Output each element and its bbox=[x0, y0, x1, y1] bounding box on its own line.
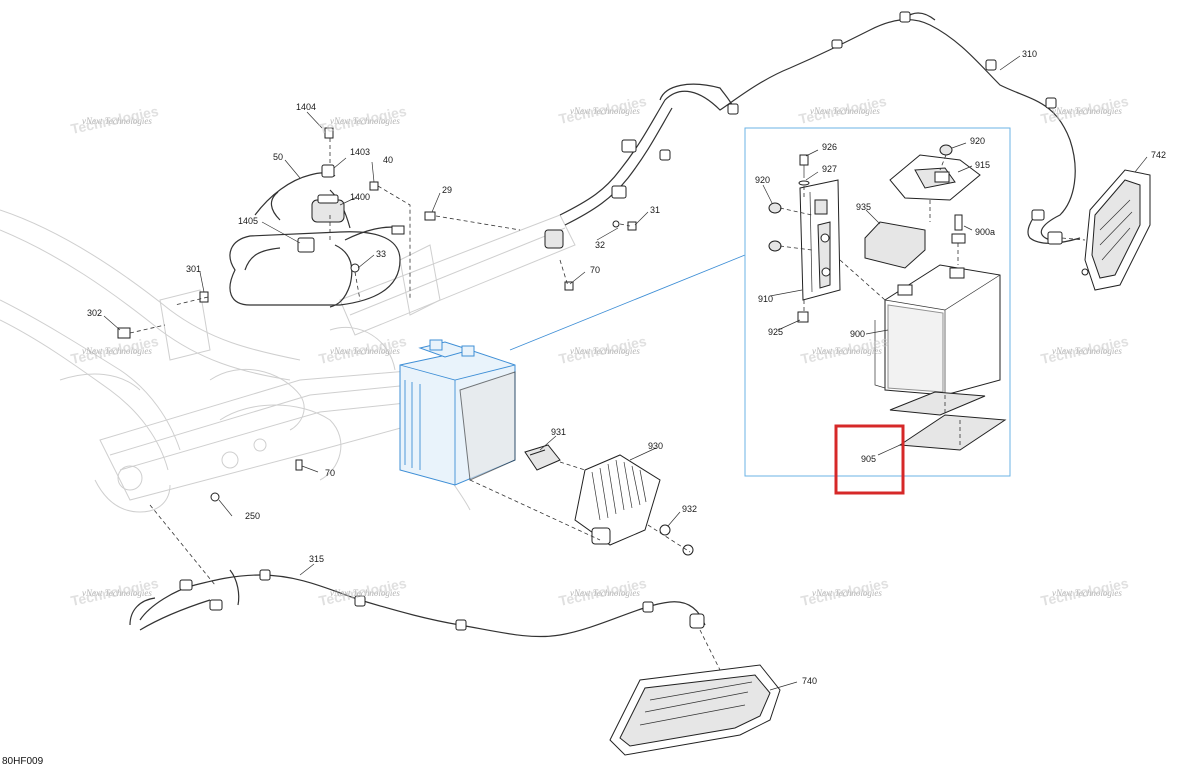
part-label-33: 33 bbox=[376, 249, 386, 259]
watermark: Technologies bbox=[799, 333, 890, 367]
part-label-926: 926 bbox=[822, 142, 837, 152]
part-label-931: 931 bbox=[551, 427, 566, 437]
part-label-742: 742 bbox=[1151, 150, 1166, 160]
part-label-910: 910 bbox=[758, 294, 773, 304]
watermark: Technologies bbox=[1039, 575, 1130, 609]
part-label-1404: 1404 bbox=[296, 102, 316, 112]
watermark: vNext Technologies bbox=[330, 116, 400, 126]
watermark: vNext Technologies bbox=[812, 588, 882, 598]
part-label-1405: 1405 bbox=[238, 216, 258, 226]
leader-lines bbox=[103, 55, 1148, 691]
watermark: vNext Technologies bbox=[82, 116, 152, 126]
battery-detail-exploded bbox=[768, 144, 1007, 451]
watermark: vNext Technologies bbox=[82, 346, 152, 356]
part-label-930: 930 bbox=[648, 441, 663, 451]
highlight-box-905 bbox=[834, 424, 905, 495]
main-wiring-harness bbox=[544, 11, 1081, 249]
watermark: vNext Technologies bbox=[330, 588, 400, 598]
part-label-32: 32 bbox=[595, 240, 605, 250]
part-label-40: 40 bbox=[383, 155, 393, 165]
watermark: Technologies bbox=[797, 93, 888, 127]
part-label-301: 301 bbox=[186, 264, 201, 274]
watermark: Technologies bbox=[69, 333, 160, 367]
watermark: vNext Technologies bbox=[330, 346, 400, 356]
part-label-915: 915 bbox=[975, 160, 990, 170]
watermark: Technologies bbox=[557, 333, 648, 367]
part-label-927: 927 bbox=[822, 164, 837, 174]
watermark: vNext Technologies bbox=[1052, 588, 1122, 598]
watermark: vNext Technologies bbox=[570, 346, 640, 356]
part-label-920: 920 bbox=[970, 136, 985, 146]
battery-cable-assembly bbox=[229, 127, 637, 308]
part-label-70: 70 bbox=[590, 265, 600, 275]
part-label-900: 900 bbox=[850, 329, 865, 339]
part-label-250: 250 bbox=[245, 511, 260, 521]
part-label-31: 31 bbox=[650, 205, 660, 215]
watermark: vNext Technologies bbox=[570, 106, 640, 116]
watermark: vNext Technologies bbox=[1052, 346, 1122, 356]
voltage-regulator-930 bbox=[469, 444, 694, 556]
part-label-302: 302 bbox=[87, 308, 102, 318]
detail-frame bbox=[744, 127, 1011, 477]
part-label-905: 905 bbox=[861, 454, 876, 464]
document-id: 80HF009 bbox=[2, 756, 44, 767]
watermark: Technologies bbox=[557, 575, 648, 609]
part-label-310: 310 bbox=[1022, 49, 1037, 59]
battery-installed-highlight bbox=[399, 254, 746, 486]
watermark: Technologies bbox=[799, 575, 890, 609]
part-label-29: 29 bbox=[442, 185, 452, 195]
part-label-70: 70 bbox=[325, 468, 335, 478]
part-label-315: 315 bbox=[309, 554, 324, 564]
taillight-740 bbox=[609, 664, 781, 756]
watermark: Technologies bbox=[69, 575, 160, 609]
watermark: vNext Technologies bbox=[570, 588, 640, 598]
watermark: vNext Technologies bbox=[812, 346, 882, 356]
watermark: vNext Technologies bbox=[82, 588, 152, 598]
watermark: Technologies bbox=[557, 93, 648, 127]
watermark: Technologies bbox=[317, 103, 408, 137]
part-label-920: 920 bbox=[755, 175, 770, 185]
watermark: Technologies bbox=[317, 333, 408, 367]
part-label-740: 740 bbox=[802, 676, 817, 686]
headlight-742 bbox=[1061, 169, 1151, 291]
part-labels: 1404 1403 1400 1405 50 40 29 31 32 33 70… bbox=[87, 49, 1166, 686]
rear-harness-315 bbox=[129, 504, 721, 671]
watermark: vNext Technologies bbox=[810, 106, 880, 116]
part-label-900a: 900a bbox=[975, 227, 995, 237]
part-label-925: 925 bbox=[768, 327, 783, 337]
watermark: vNext Technologies bbox=[1052, 106, 1122, 116]
fasteners bbox=[117, 291, 303, 502]
watermark: Technologies bbox=[1039, 333, 1130, 367]
part-label-935: 935 bbox=[856, 202, 871, 212]
part-label-50: 50 bbox=[273, 152, 283, 162]
part-label-1400: 1400 bbox=[350, 192, 370, 202]
watermark: Technologies bbox=[69, 103, 160, 137]
part-label-932: 932 bbox=[682, 504, 697, 514]
part-label-1403: 1403 bbox=[350, 147, 370, 157]
